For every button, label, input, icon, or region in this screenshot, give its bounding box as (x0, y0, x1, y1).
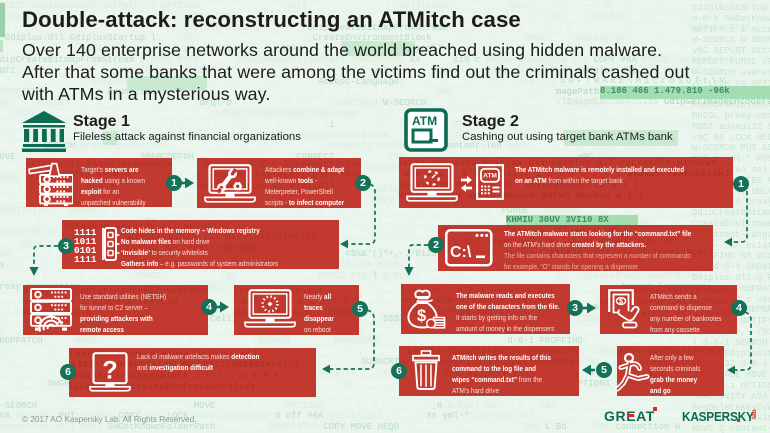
svg-text:$: $ (619, 297, 624, 306)
svg-text:ATM: ATM (483, 173, 497, 180)
svg-text:1111: 1111 (74, 254, 97, 264)
svg-text:1011: 1011 (74, 236, 97, 247)
svg-text:?: ? (102, 357, 117, 385)
svg-text:$: $ (417, 307, 426, 325)
svg-text:0101: 0101 (74, 245, 97, 256)
svg-text:1111: 1111 (74, 227, 97, 238)
svg-text:ATM: ATM (412, 114, 437, 128)
svg-text:C:\: C:\ (450, 244, 472, 261)
svg-text:lab: lab (751, 409, 758, 419)
